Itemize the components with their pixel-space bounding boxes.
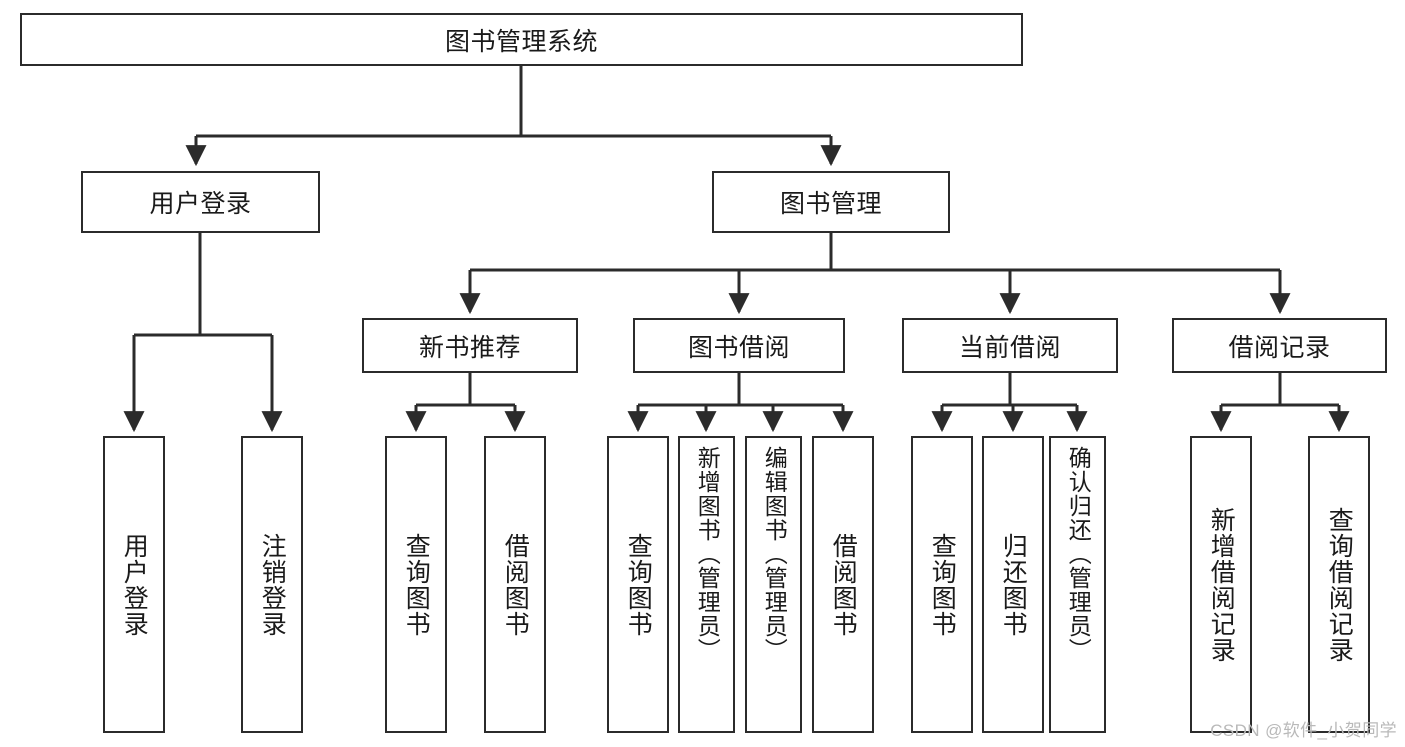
leaf-label: 归还图书 [999,532,1028,637]
leaf-label: 借阅图书 [829,532,858,637]
leaf-label: 查询图书 [928,532,957,637]
node-leaf-query-record[interactable]: 查询借阅记录 [1308,436,1370,733]
node-leaf-query-book-2[interactable]: 查询图书 [607,436,669,733]
node-new-book-rec[interactable]: 新书推荐 [362,318,578,373]
node-user-login[interactable]: 用户登录 [81,171,320,233]
node-leaf-add-book[interactable]: 新增图书（管理员） [678,436,735,733]
node-leaf-return-book[interactable]: 归还图书 [982,436,1044,733]
watermark-text: CSDN @软件_小贺同学 [1210,721,1397,740]
node-borrow-record[interactable]: 借阅记录 [1172,318,1387,373]
node-leaf-query-book-3[interactable]: 查询图书 [911,436,973,733]
node-leaf-borrow-book-2[interactable]: 借阅图书 [812,436,874,733]
node-leaf-query-book-1[interactable]: 查询图书 [385,436,447,733]
node-book-manage[interactable]: 图书管理 [712,171,950,233]
node-book-borrow[interactable]: 图书借阅 [633,318,845,373]
node-leaf-edit-book[interactable]: 编辑图书（管理员） [745,436,802,733]
node-leaf-logout[interactable]: 注销登录 [241,436,303,733]
node-leaf-add-record[interactable]: 新增借阅记录 [1190,436,1252,733]
leaf-label: 确认归还（管理员） [1065,446,1092,662]
leaf-label: 新增图书（管理员） [694,446,721,662]
node-root-system[interactable]: 图书管理系统 [20,13,1023,66]
leaf-label: 借阅图书 [501,532,530,637]
leaf-label: 新增借阅记录 [1207,506,1236,663]
node-leaf-user-login[interactable]: 用户登录 [103,436,165,733]
leaf-label: 查询图书 [624,532,653,637]
leaf-label: 查询借阅记录 [1325,506,1354,663]
leaf-label: 用户登录 [120,532,149,637]
leaf-label: 查询图书 [402,532,431,637]
node-leaf-confirm-return[interactable]: 确认归还（管理员） [1049,436,1106,733]
leaf-label: 注销登录 [258,532,287,637]
node-current-borrow[interactable]: 当前借阅 [902,318,1118,373]
leaf-label: 编辑图书（管理员） [761,446,788,662]
node-leaf-borrow-book-1[interactable]: 借阅图书 [484,436,546,733]
